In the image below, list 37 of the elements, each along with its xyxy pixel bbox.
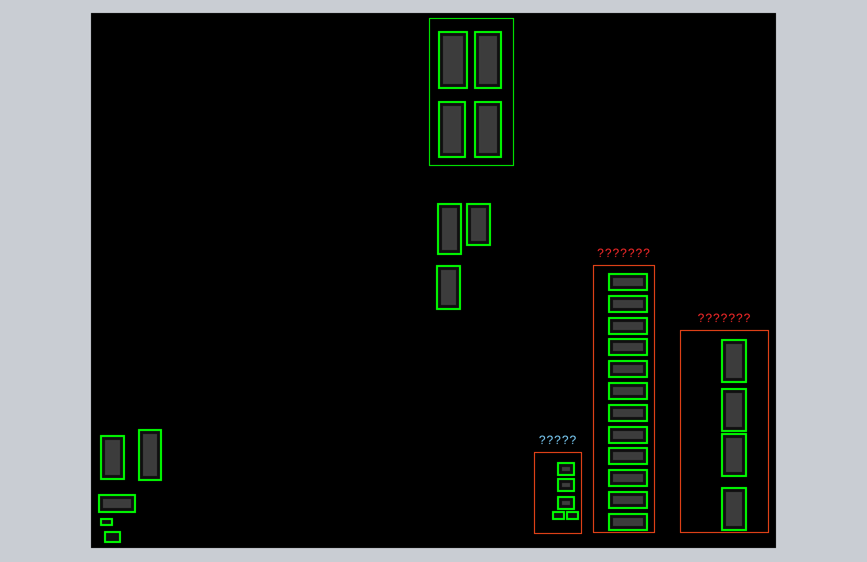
drawing-sheet (557, 496, 575, 510)
drawing-sheet (608, 512, 648, 531)
drawing-sheet (608, 382, 648, 400)
drawing-sheet (138, 429, 162, 481)
drawing-sheet (100, 435, 125, 480)
drawing-frame (429, 18, 514, 166)
drawing-sheet (721, 433, 747, 477)
drawing-sheet (608, 447, 648, 466)
drawing-sheet (552, 511, 565, 520)
drawing-sheet (608, 294, 648, 313)
drawing-sheet (436, 265, 461, 310)
drawing-sheet (608, 273, 648, 291)
drawing-sheet (466, 203, 491, 246)
drawing-sheet (608, 426, 648, 444)
drawing-sheet (608, 404, 648, 422)
sheet-group-title: ????? (538, 434, 578, 446)
drawing-sheet (721, 487, 747, 531)
drawing-sheet (608, 491, 648, 509)
drawing-sheet (474, 101, 502, 158)
drawing-sheet (557, 478, 575, 492)
drawing-sheet (100, 518, 113, 526)
drawing-sheet (438, 31, 468, 89)
drawing-sheet (557, 462, 575, 476)
drawing-sheet (438, 101, 466, 158)
drawing-sheet (608, 360, 648, 378)
drawing-sheet (437, 203, 462, 255)
drawing-sheet (566, 511, 579, 520)
drawing-sheet (474, 31, 502, 89)
drawing-sheet (104, 531, 121, 543)
drawing-sheet (608, 338, 648, 356)
sheet-group-title: ??????? (698, 312, 752, 324)
drawing-sheet (608, 316, 648, 335)
drawing-sheet (721, 388, 747, 432)
sheet-group-title: ??????? (597, 247, 651, 259)
drawing-sheet (98, 494, 136, 513)
drawing-sheet (721, 339, 747, 383)
drawing-sheet (608, 469, 648, 488)
